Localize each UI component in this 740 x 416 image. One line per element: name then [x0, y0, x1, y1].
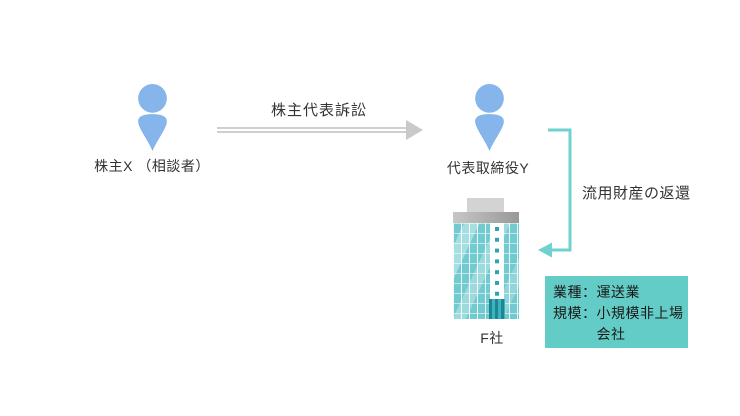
building-rooftop: [467, 198, 504, 212]
building-roofband: [453, 212, 519, 223]
company-label: F社: [480, 330, 504, 346]
info-line-scale: 規模：小規模非上場: [553, 305, 684, 321]
director-label: 代表取締役Y: [446, 160, 530, 176]
info-line-scale-cont: 会社: [553, 326, 626, 342]
building-entrance: [489, 299, 505, 319]
lawsuit-arrow: [217, 120, 423, 140]
shareholder-label: 株主X （相談者）: [94, 158, 210, 174]
company-info-box: 業種：運送業 規模：小規模非上場 会社: [545, 276, 688, 348]
building-facade: [453, 223, 519, 319]
return-arrow-label: 流用財産の返還: [582, 185, 691, 202]
person-icon: [475, 84, 504, 151]
lawsuit-arrow-label: 株主代表訴訟: [270, 102, 367, 119]
person-icon: [138, 84, 167, 151]
return-arrow: [538, 128, 572, 258]
info-line-industry: 業種：運送業: [553, 284, 640, 300]
building-window-column: [490, 223, 504, 299]
